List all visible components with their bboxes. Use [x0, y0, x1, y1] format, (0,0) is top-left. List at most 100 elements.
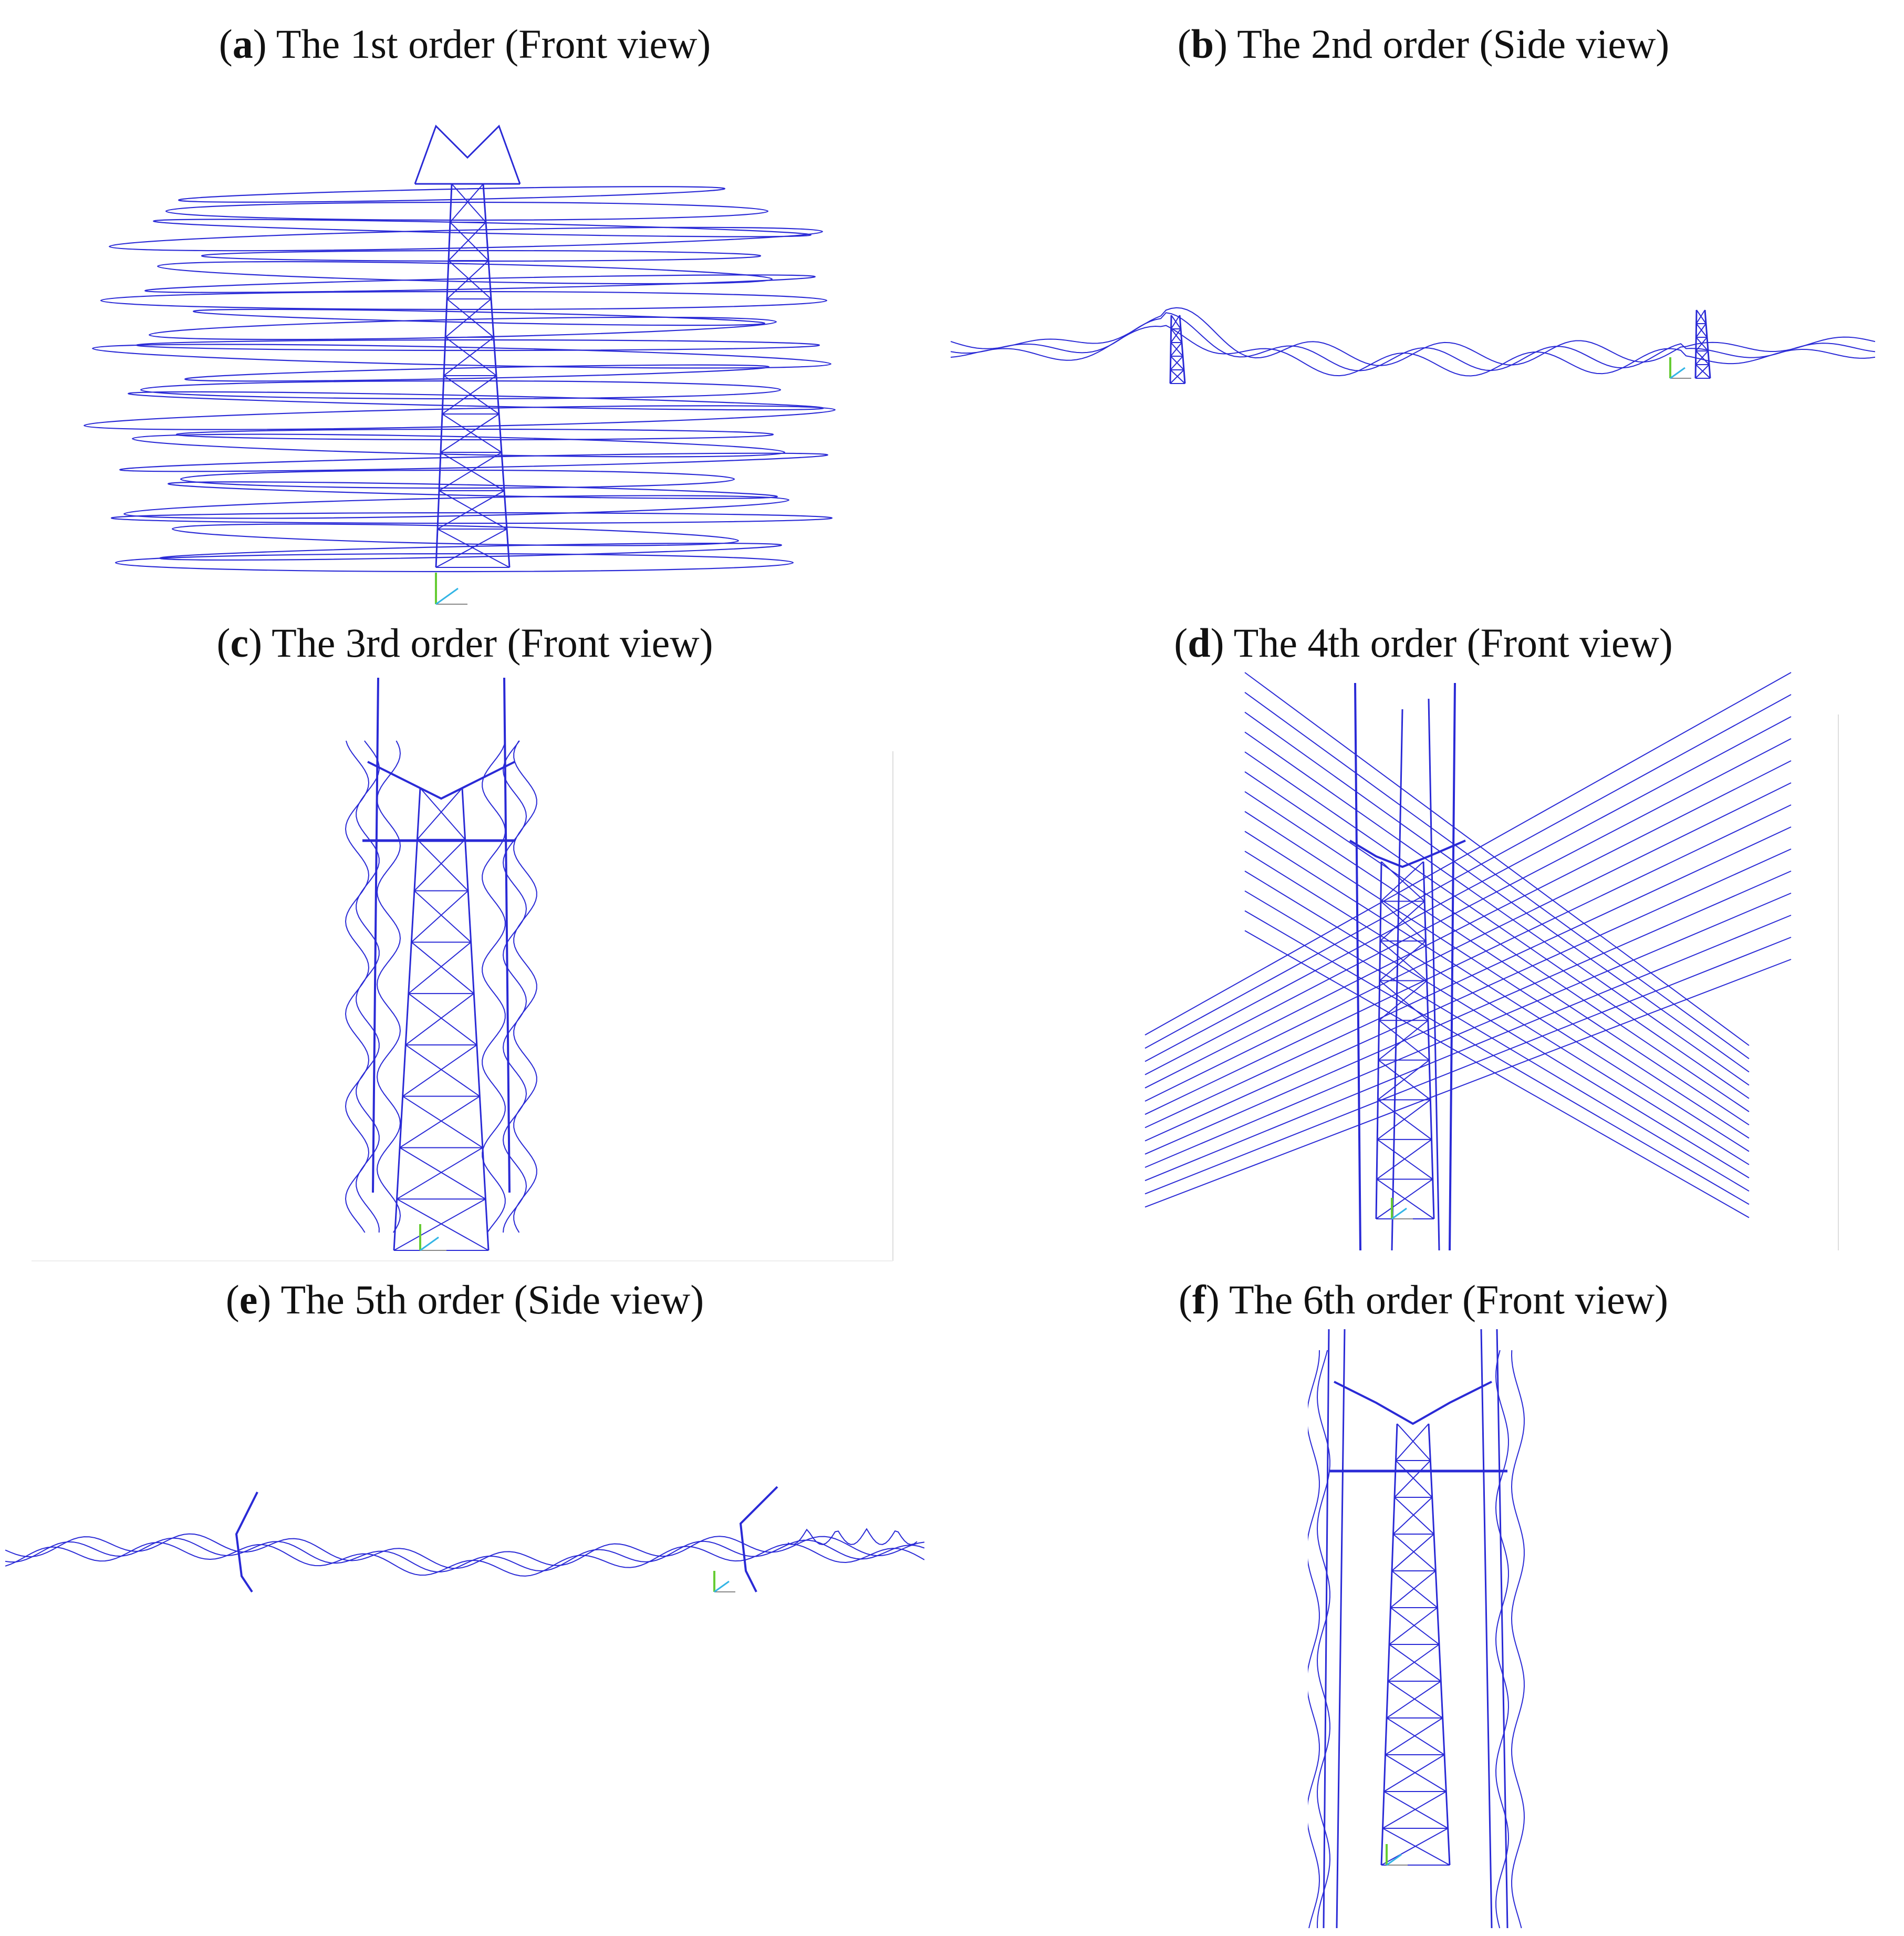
tower-brace	[441, 414, 499, 452]
conductor	[1145, 959, 1791, 1207]
panel-a-tower	[415, 126, 520, 567]
tower-brace	[1392, 1571, 1438, 1608]
tower-brace	[1377, 1140, 1431, 1179]
tower-brace	[449, 222, 486, 261]
caption-a: (a) The 1st order (Front view)	[219, 21, 711, 67]
caption-letter-d: d	[1188, 620, 1211, 666]
tower-brace	[403, 1045, 477, 1096]
panel-e-axis-triad	[714, 1571, 735, 1592]
conductor	[1245, 732, 1749, 1085]
tower-brace	[1386, 1718, 1443, 1755]
tower-brace	[400, 1096, 480, 1148]
conductor	[1317, 1350, 1330, 1928]
axis-z	[1387, 1855, 1401, 1865]
panel-a-conductors	[84, 183, 835, 572]
tower-leg	[462, 788, 488, 1250]
tower-brace	[439, 491, 507, 529]
conductor	[1245, 891, 1749, 1191]
caption-e: (e) The 5th order (Side view)	[225, 1277, 704, 1322]
tower-brace	[1392, 1534, 1434, 1571]
tower-brace	[1378, 1060, 1430, 1100]
panel-d-mode-shape	[1129, 667, 1854, 1256]
conductor	[1245, 752, 1749, 1099]
conductor	[1145, 849, 1791, 1141]
conductor-loop	[84, 401, 835, 434]
tower-brace	[1396, 1424, 1429, 1461]
tower-brace	[449, 261, 491, 299]
panel-b-mode-shape	[951, 273, 1875, 394]
conductor-loop	[124, 491, 789, 523]
conductor-loop	[92, 339, 831, 372]
conductor	[1145, 672, 1791, 1035]
conductor-loop	[158, 257, 772, 288]
conductor	[1145, 739, 1791, 1075]
conductor-loop	[132, 430, 785, 461]
tower-brace	[1395, 1461, 1430, 1497]
caption-text-f: The 6th order (Front view)	[1229, 1277, 1669, 1322]
conductor	[1512, 1350, 1524, 1928]
conductor-loop	[116, 554, 793, 572]
earth-wire	[1355, 683, 1360, 1250]
tower-brace	[1171, 329, 1181, 343]
tower-crossarm	[1350, 841, 1465, 867]
conductor-loop	[120, 450, 828, 475]
conductor-loop	[128, 388, 824, 413]
caption-c: (c) The 3rd order (Front view)	[216, 620, 713, 666]
tower-brace	[1170, 370, 1184, 384]
conductor	[1308, 1350, 1319, 1928]
earth-wire	[1481, 1329, 1492, 1928]
tower-brace	[1379, 1020, 1430, 1060]
earth-wire	[504, 678, 509, 1193]
panel-e-towers	[236, 1487, 777, 1592]
caption-text-b: The 2nd order (Side view)	[1237, 21, 1670, 67]
conductor	[1245, 772, 1749, 1112]
tower-brace	[1386, 1755, 1447, 1792]
tower-brace	[417, 788, 462, 840]
tower-brace	[394, 1199, 485, 1250]
panel-a-mode-shape	[79, 116, 856, 609]
conductor-loop	[111, 513, 832, 523]
panel-b-axis-triad	[1670, 357, 1691, 378]
conductor-loop	[172, 520, 738, 550]
tower-brace	[1393, 1497, 1432, 1534]
conductor	[788, 1529, 917, 1545]
tower-brace	[436, 529, 507, 567]
tower-brace	[403, 1096, 483, 1148]
caption-d: (d) The 4th order (Front view)	[1174, 620, 1673, 666]
tower-brace	[409, 993, 477, 1045]
tower-leg	[1376, 862, 1381, 1219]
caption-text-c: The 3rd order (Front view)	[272, 620, 713, 666]
conductor	[503, 741, 526, 1233]
conductor-loop	[185, 361, 769, 384]
tower-brace	[397, 1199, 488, 1250]
tower-brace	[1379, 981, 1427, 1021]
conductor	[1145, 893, 1791, 1167]
tower-brace	[414, 840, 465, 891]
conductor-loop	[176, 429, 773, 440]
tower-crossarm	[368, 762, 515, 799]
conductor	[951, 313, 1875, 370]
tower-brace	[1395, 1497, 1434, 1534]
conductor	[356, 741, 379, 1233]
panel-c-mode-shape	[32, 667, 903, 1271]
tower-brace	[1391, 1571, 1436, 1608]
conductor-loop	[181, 470, 734, 488]
panel-b-conductors	[951, 308, 1875, 376]
panel-e-conductors	[5, 1529, 924, 1576]
panel-c-tower	[362, 678, 515, 1250]
caption-text-a: The 1st order (Front view)	[276, 21, 711, 67]
tower-brace	[1387, 1681, 1441, 1718]
conductor	[346, 741, 369, 1233]
earth-wire	[1497, 1329, 1507, 1928]
tower-brace	[1377, 1100, 1430, 1140]
tower-brace	[1397, 1424, 1430, 1461]
conductor	[1245, 930, 1749, 1217]
tower-brace	[1381, 862, 1424, 902]
tower-brace	[450, 222, 488, 261]
tower-brace	[438, 529, 509, 567]
conductor	[951, 326, 1875, 376]
conductor	[5, 1538, 924, 1572]
tower-brace	[1380, 902, 1424, 941]
conductor-loop	[168, 479, 777, 502]
tower-brace	[405, 993, 474, 1045]
